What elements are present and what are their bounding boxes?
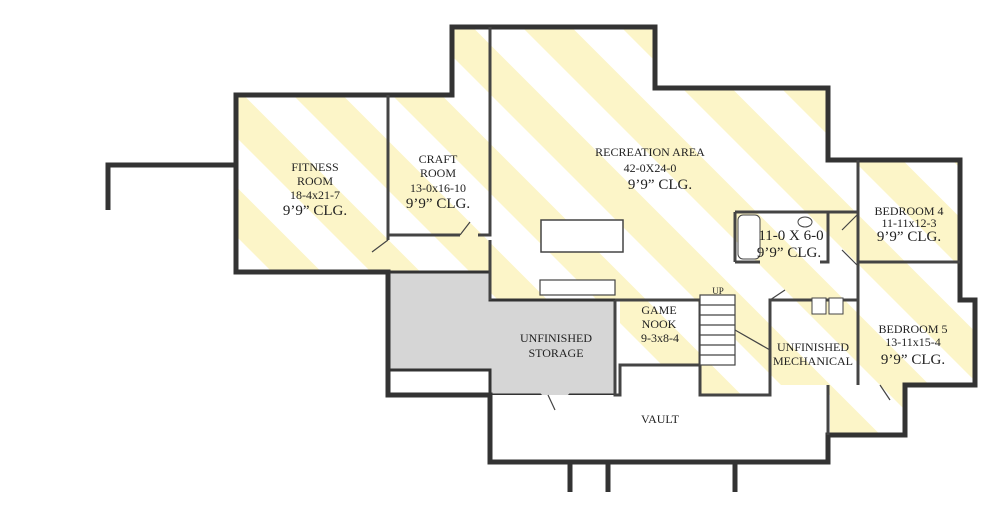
- room-ceiling: 9’9” CLG.: [757, 245, 821, 261]
- vault-label: VAULT: [641, 412, 680, 426]
- door-swings: [371, 214, 891, 411]
- room-name: UNFINISHED: [777, 340, 849, 354]
- exterior-wall: [233, 24, 978, 465]
- sink: [797, 216, 813, 228]
- room-dims: 9-3x8-4: [641, 331, 679, 345]
- washer: [811, 297, 827, 315]
- room-ceiling: 9’9” CLG.: [881, 352, 945, 368]
- bathtub: [737, 214, 761, 260]
- room-name: GAME: [641, 303, 676, 317]
- storage-label: UNFINISHED STORAGE: [520, 331, 592, 360]
- bedroom5-label: BEDROOM 5 13-11x15-4 9’9” CLG.: [878, 322, 947, 368]
- room-name: FITNESS: [291, 160, 338, 174]
- stairs-up-label: UP: [712, 286, 724, 296]
- room-ceiling: 9’9” CLG.: [628, 177, 692, 193]
- room-name: ROOM: [297, 174, 333, 188]
- room-name: CRAFT: [419, 152, 458, 166]
- bedroom4-label: BEDROOM 4 11-11x12-3 9’9” CLG.: [874, 204, 943, 245]
- dryer: [828, 297, 844, 315]
- room-dims: 11-0 X 6-0: [758, 228, 823, 244]
- mechanical-label: UNFINISHED MECHANICAL: [773, 340, 853, 368]
- bath-label: 11-0 X 6-0 9’9” CLG.: [757, 228, 824, 261]
- room-name: BEDROOM 4: [874, 204, 943, 218]
- room-name: UNFINISHED: [520, 331, 592, 345]
- room-name: MECHANICAL: [773, 354, 853, 368]
- room-dims: 18-4x21-7: [290, 188, 340, 202]
- room-name: NOOK: [642, 317, 677, 331]
- vault-area: [490, 395, 830, 462]
- game-nook-label: GAME NOOK 9-3x8-4: [641, 303, 679, 345]
- counter: [539, 279, 616, 296]
- room-dims: 13-0x16-10: [410, 181, 466, 195]
- fitness-room-label: FITNESS ROOM 18-4x21-7 9’9” CLG.: [283, 160, 347, 219]
- craft-room-label: CRAFT ROOM 13-0x16-10 9’9” CLG.: [406, 152, 470, 212]
- room-dims: 42-0X24-0: [624, 161, 677, 175]
- room-ceiling: 9’9” CLG.: [877, 229, 941, 245]
- room-dims: 13-11x15-4: [885, 335, 941, 349]
- room-ceiling: 9’9” CLG.: [406, 196, 470, 212]
- room-name: ROOM: [420, 166, 456, 180]
- room-name: STORAGE: [528, 346, 583, 360]
- room-name: BEDROOM 5: [878, 322, 947, 336]
- interior-walls: [386, 27, 960, 435]
- exterior-stub: [105, 162, 236, 210]
- staircase: [699, 294, 771, 366]
- room-ceiling: 9’9” CLG.: [283, 203, 347, 219]
- footing-stubs: [567, 462, 738, 492]
- room-name: RECREATION AREA: [595, 145, 705, 159]
- kitchen-island: [540, 219, 624, 253]
- recreation-area-label: RECREATION AREA 42-0X24-0 9’9” CLG.: [595, 145, 705, 193]
- room-dims: 11-11x12-3: [881, 216, 936, 230]
